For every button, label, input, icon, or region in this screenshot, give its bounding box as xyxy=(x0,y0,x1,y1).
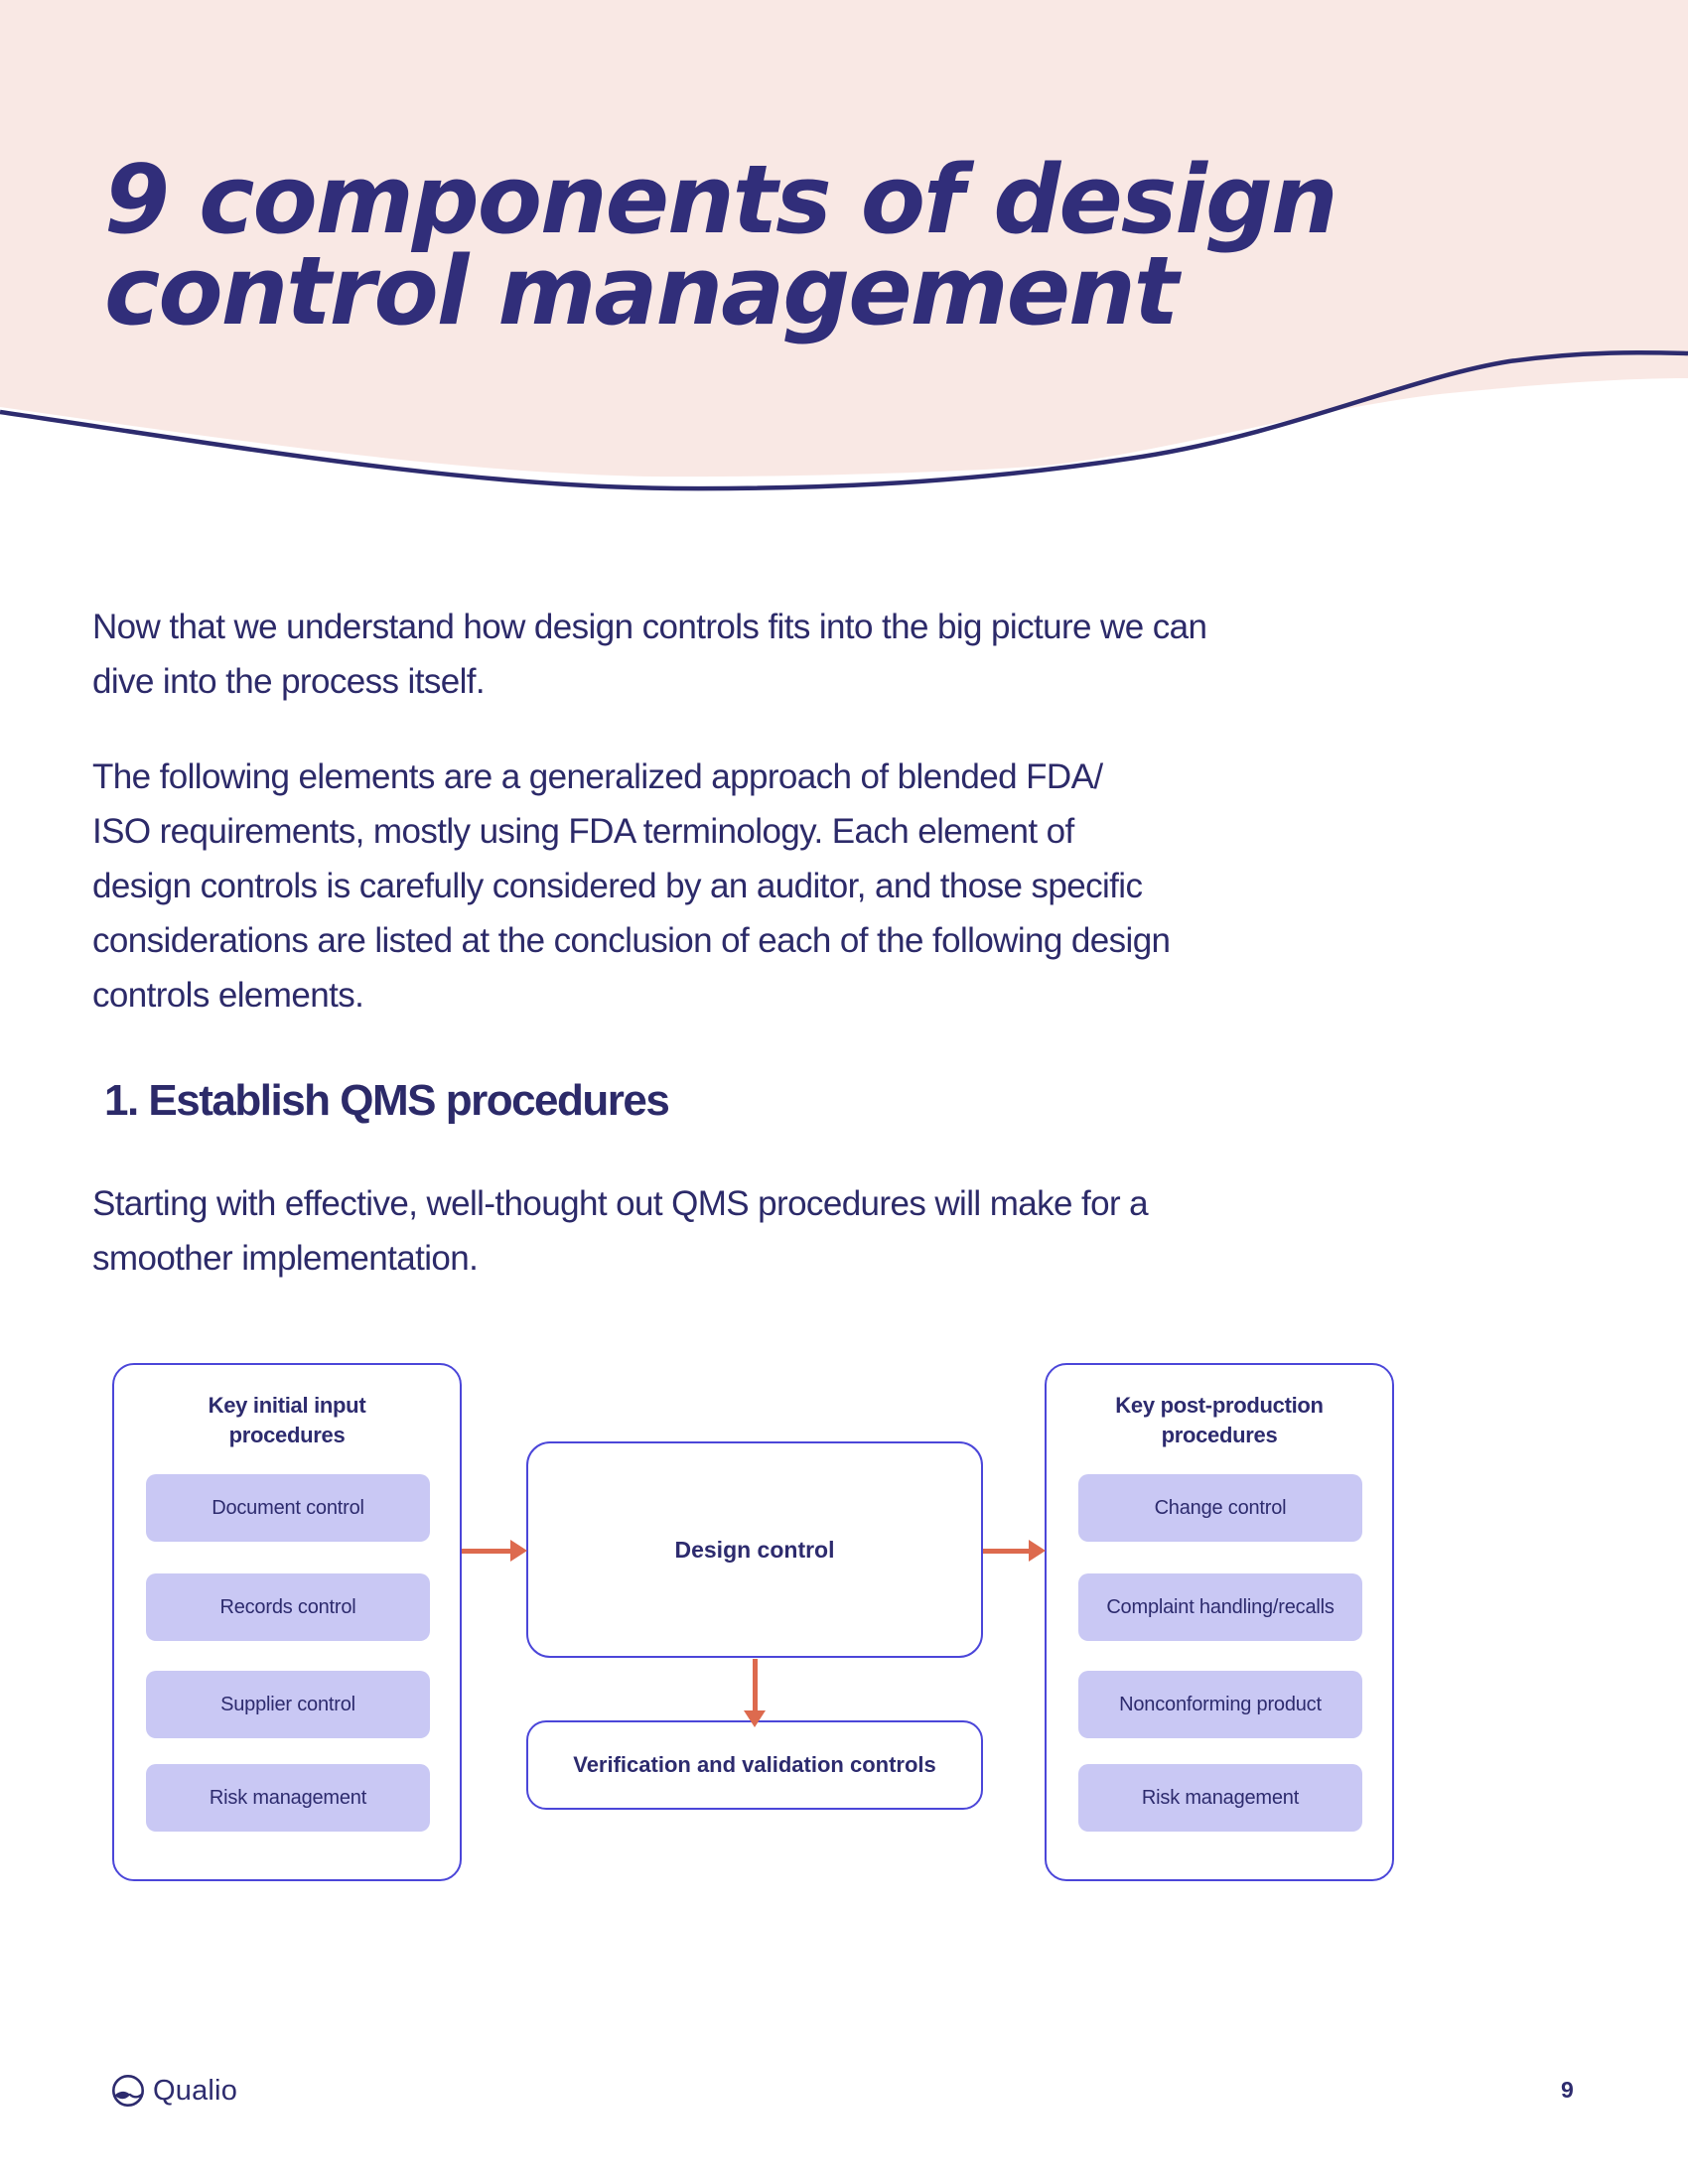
qualio-logo-text: Qualio xyxy=(153,2074,238,2107)
intro-paragraph-2: The following elements are a generalized… xyxy=(92,750,1171,1023)
arrow-shaft xyxy=(462,1548,512,1554)
arrow-head xyxy=(744,1710,766,1727)
text-line: controls elements. xyxy=(92,976,364,1015)
design-control-label: Design control xyxy=(674,1536,835,1563)
header-wave-line xyxy=(0,349,1688,491)
intro-paragraph-1: Now that we understand how design contro… xyxy=(92,600,1207,709)
page-title: 9 components of design control managemen… xyxy=(104,146,1338,346)
header-pink-shape xyxy=(0,0,1688,478)
text-line: design controls is carefully considered … xyxy=(92,867,1143,905)
pill-records-control: Records control xyxy=(146,1573,430,1641)
verification-validation-label: Verification and validation controls xyxy=(573,1752,936,1777)
text-line: Starting with effective, well-thought ou… xyxy=(92,1184,1149,1223)
pill-complaint-handling: Complaint handling/recalls xyxy=(1078,1573,1362,1641)
key-post-production-box: Key post-production procedures Change co… xyxy=(1045,1363,1394,1881)
title-line: procedures xyxy=(228,1423,346,1447)
key-post-production-title: Key post-production procedures xyxy=(1047,1391,1392,1450)
pill-nonconforming-product: Nonconforming product xyxy=(1078,1671,1362,1738)
arrow-center-down-icon xyxy=(744,1659,766,1727)
pill-document-control: Document control xyxy=(146,1474,430,1542)
pill-change-control: Change control xyxy=(1078,1474,1362,1542)
page-number: 9 xyxy=(1561,2077,1574,2103)
pill-risk-management-left: Risk management xyxy=(146,1764,430,1832)
arrow-shaft xyxy=(983,1548,1031,1554)
arrow-center-to-right-icon xyxy=(983,1540,1046,1562)
title-line: Key post-production xyxy=(1115,1393,1324,1418)
arrow-head xyxy=(1029,1540,1046,1562)
text-line: smoother implementation. xyxy=(92,1239,479,1278)
page-title-line-1: 9 components of design xyxy=(104,146,1338,255)
page-title-line-2: control management xyxy=(104,237,1179,346)
arrow-shaft xyxy=(752,1659,758,1712)
text-line: dive into the process itself. xyxy=(92,662,486,701)
text-line: The following elements are a generalized… xyxy=(92,757,1103,796)
header-wave xyxy=(0,0,1688,491)
section-paragraph: Starting with effective, well-thought ou… xyxy=(92,1176,1149,1286)
text-line: ISO requirements, mostly using FDA termi… xyxy=(92,812,1074,851)
arrow-left-to-center-icon xyxy=(462,1540,527,1562)
title-line: procedures xyxy=(1161,1423,1278,1447)
section-heading: 1. Establish QMS procedures xyxy=(104,1076,670,1125)
key-initial-input-title: Key initial input procedures xyxy=(114,1391,460,1450)
verification-validation-box: Verification and validation controls xyxy=(526,1720,983,1810)
arrow-head xyxy=(510,1540,527,1562)
title-line: Key initial input xyxy=(208,1393,366,1418)
text-line: considerations are listed at the conclus… xyxy=(92,921,1171,960)
pill-supplier-control: Supplier control xyxy=(146,1671,430,1738)
text-line: Now that we understand how design contro… xyxy=(92,608,1207,646)
pill-risk-management-right: Risk management xyxy=(1078,1764,1362,1832)
key-initial-input-box: Key initial input procedures Document co… xyxy=(112,1363,462,1881)
qualio-logo: Qualio xyxy=(111,2073,237,2109)
qualio-logo-icon xyxy=(112,2075,144,2107)
design-control-box: Design control xyxy=(526,1441,983,1658)
